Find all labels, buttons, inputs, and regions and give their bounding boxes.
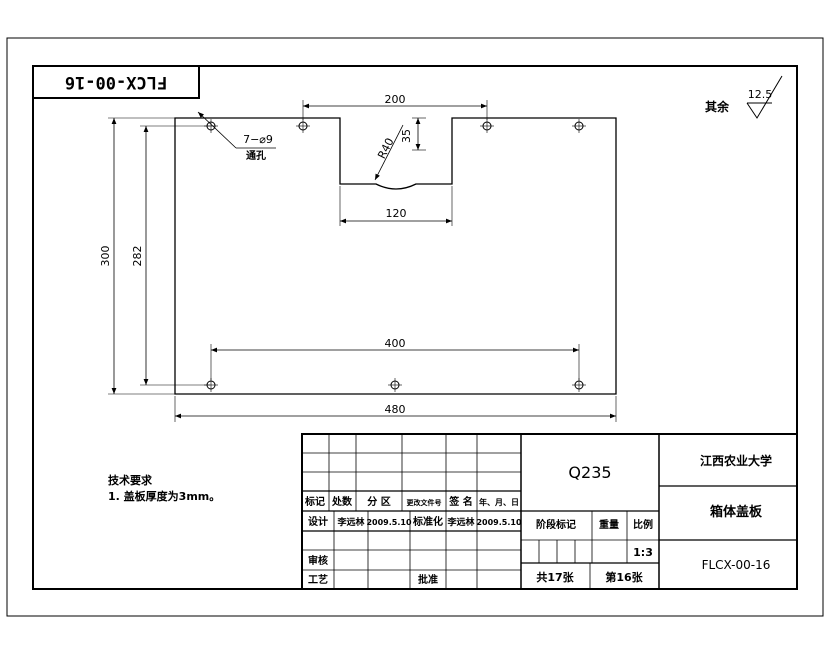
dim-notch-width: 120: [339, 186, 453, 226]
part-outline: [174, 117, 617, 395]
hole-4: [572, 119, 586, 133]
svg-text:处数: 处数: [331, 495, 353, 508]
dim-depth: 35: [400, 117, 426, 151]
svg-text:分 区: 分 区: [367, 495, 390, 508]
roughness-prefix: 其余: [705, 99, 730, 114]
part-code-box: FLCX-00-16: [32, 65, 200, 99]
svg-text:标记: 标记: [304, 495, 325, 508]
hole-3: [480, 119, 494, 133]
svg-text:批准: 批准: [418, 573, 438, 586]
dim-height-total: 300: [99, 117, 175, 395]
hole-callout: 7−⌀9 通孔: [197, 111, 276, 162]
hole-spec: 7−⌀9: [243, 133, 273, 146]
tech-requirements: 技术要求 1. 盖板厚度为3mm。: [108, 473, 220, 503]
part-name: 箱体盖板: [710, 504, 763, 520]
sheets-total: 共17张: [536, 570, 574, 584]
svg-text:480: 480: [385, 403, 406, 416]
sheet-number: 第16张: [605, 570, 643, 584]
svg-text:年、月、日: 年、月、日: [479, 497, 519, 507]
drawing-number: FLCX-00-16: [702, 558, 771, 572]
svg-text:李远林: 李远林: [446, 516, 475, 528]
title-block: 标记 处数 分 区 更改文件号 签 名 年、月、日 设计 李远林 2009.5.…: [301, 433, 798, 590]
school-name: 江西农业大学: [700, 453, 772, 468]
hole-note: 通孔: [246, 149, 266, 162]
svg-text:李远林: 李远林: [336, 516, 365, 528]
svg-text:R40: R40: [375, 136, 396, 161]
svg-text:工艺: 工艺: [308, 573, 328, 586]
svg-text:标准化: 标准化: [412, 515, 443, 528]
svg-text:2009.5.10: 2009.5.10: [366, 518, 411, 527]
svg-text:2009.5.10: 2009.5.10: [476, 518, 521, 527]
svg-text:300: 300: [99, 246, 112, 267]
dim-bottom-span: 400: [210, 337, 580, 380]
dim-height-inner: 282: [131, 125, 210, 386]
svg-text:35: 35: [400, 129, 413, 143]
material: Q235: [568, 463, 611, 482]
svg-text:比例: 比例: [633, 518, 653, 531]
dim-radius: R40: [374, 124, 404, 181]
hole-2: [296, 119, 310, 133]
hole-7: [572, 378, 586, 392]
svg-text:签 名: 签 名: [448, 495, 472, 508]
part-code-rotated: FLCX-00-16: [65, 72, 167, 92]
tech-heading: 技术要求: [108, 473, 153, 487]
roughness-value: 12.5: [748, 88, 773, 101]
svg-text:更改文件号: 更改文件号: [407, 498, 442, 507]
svg-text:重量: 重量: [599, 518, 619, 531]
svg-text:400: 400: [385, 337, 406, 350]
hole-6: [388, 378, 402, 392]
roughness-symbol: 其余 12.5: [705, 75, 783, 119]
tech-item: 1. 盖板厚度为3mm。: [108, 489, 220, 503]
svg-text:设计: 设计: [308, 515, 328, 528]
outer-border: [6, 37, 824, 617]
svg-text:120: 120: [386, 207, 407, 220]
svg-text:阶段标记: 阶段标记: [536, 518, 576, 531]
svg-text:200: 200: [385, 93, 406, 106]
dim-width-total: 480: [174, 396, 617, 422]
svg-text:审核: 审核: [308, 554, 328, 567]
scale-value: 1:3: [633, 546, 653, 559]
dim-top-span: 200: [302, 93, 488, 120]
svg-text:282: 282: [131, 246, 144, 267]
